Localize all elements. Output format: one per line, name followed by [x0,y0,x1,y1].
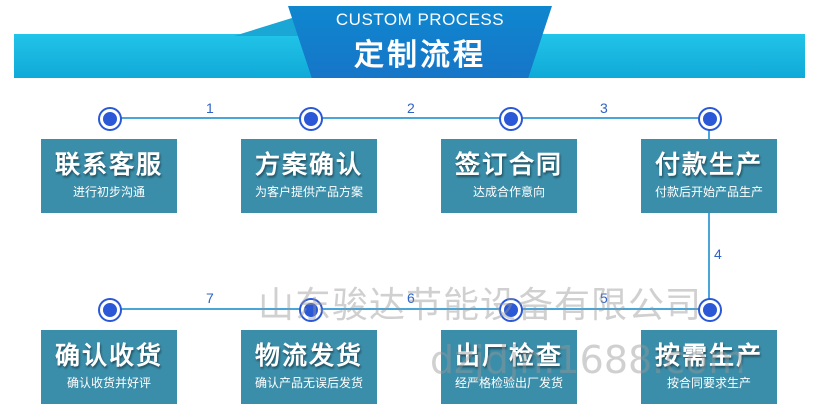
node-8 [100,300,120,320]
step-title: 付款生产 [654,150,763,179]
connector-number-3: 3 [600,100,608,116]
header-tab [288,6,552,78]
watermark-company: 山东骏达节能设备有限公司 [258,285,703,326]
node-3 [501,109,521,129]
step-title: 联系客服 [54,150,163,179]
step-title: 按需生产 [654,341,763,370]
connector-line-bottom [109,308,709,310]
connector-number-6: 6 [407,290,415,306]
step-box-5: 按需生产 按合同要求生产 [641,330,777,404]
step-title: 物流发货 [254,341,363,370]
connector-number-7: 7 [206,290,214,306]
watermark-site: dzjdjn.1688.com [430,338,746,382]
step-title: 确认收货 [54,341,163,370]
step-desc: 为客户提供产品方案 [254,185,363,199]
step-box-2: 方案确认 为客户提供产品方案 [241,139,377,213]
connector-line-right [708,118,710,308]
node-1 [100,109,120,129]
step-desc: 确认产品无误后发货 [254,376,363,390]
step-desc: 按合同要求生产 [666,376,751,390]
step-box-4: 付款生产 付款后开始产品生产 [641,139,777,213]
node-4 [700,109,720,129]
step-box-1: 联系客服 进行初步沟通 [41,139,177,213]
step-box-3: 签订合同 达成合作意向 [441,139,577,213]
step-title: 签订合同 [454,150,563,179]
connector-number-4: 4 [714,246,722,262]
connector-number-2: 2 [407,100,415,116]
connector-number-5: 5 [600,290,608,306]
node-5 [700,300,720,320]
step-box-7: 物流发货 确认产品无误后发货 [241,330,377,404]
step-desc: 付款后开始产品生产 [654,185,763,199]
step-title: 方案确认 [254,150,363,179]
step-box-8: 确认收货 确认收货并好评 [41,330,177,404]
step-desc: 经严格检验出厂发货 [454,376,563,390]
header-title-en: CUSTOM PROCESS [335,10,505,29]
step-box-6: 出厂检查 经严格检验出厂发货 [441,330,577,404]
connector-line-top [109,117,709,119]
connector-number-1: 1 [206,100,214,116]
step-title: 出厂检查 [454,341,563,370]
node-2 [301,109,321,129]
node-7 [301,300,321,320]
step-desc: 确认收货并好评 [66,376,151,390]
header-title-cn: 定制流程 [354,38,486,73]
step-desc: 进行初步沟通 [72,185,145,199]
step-desc: 达成合作意向 [472,185,545,199]
node-6 [501,300,521,320]
